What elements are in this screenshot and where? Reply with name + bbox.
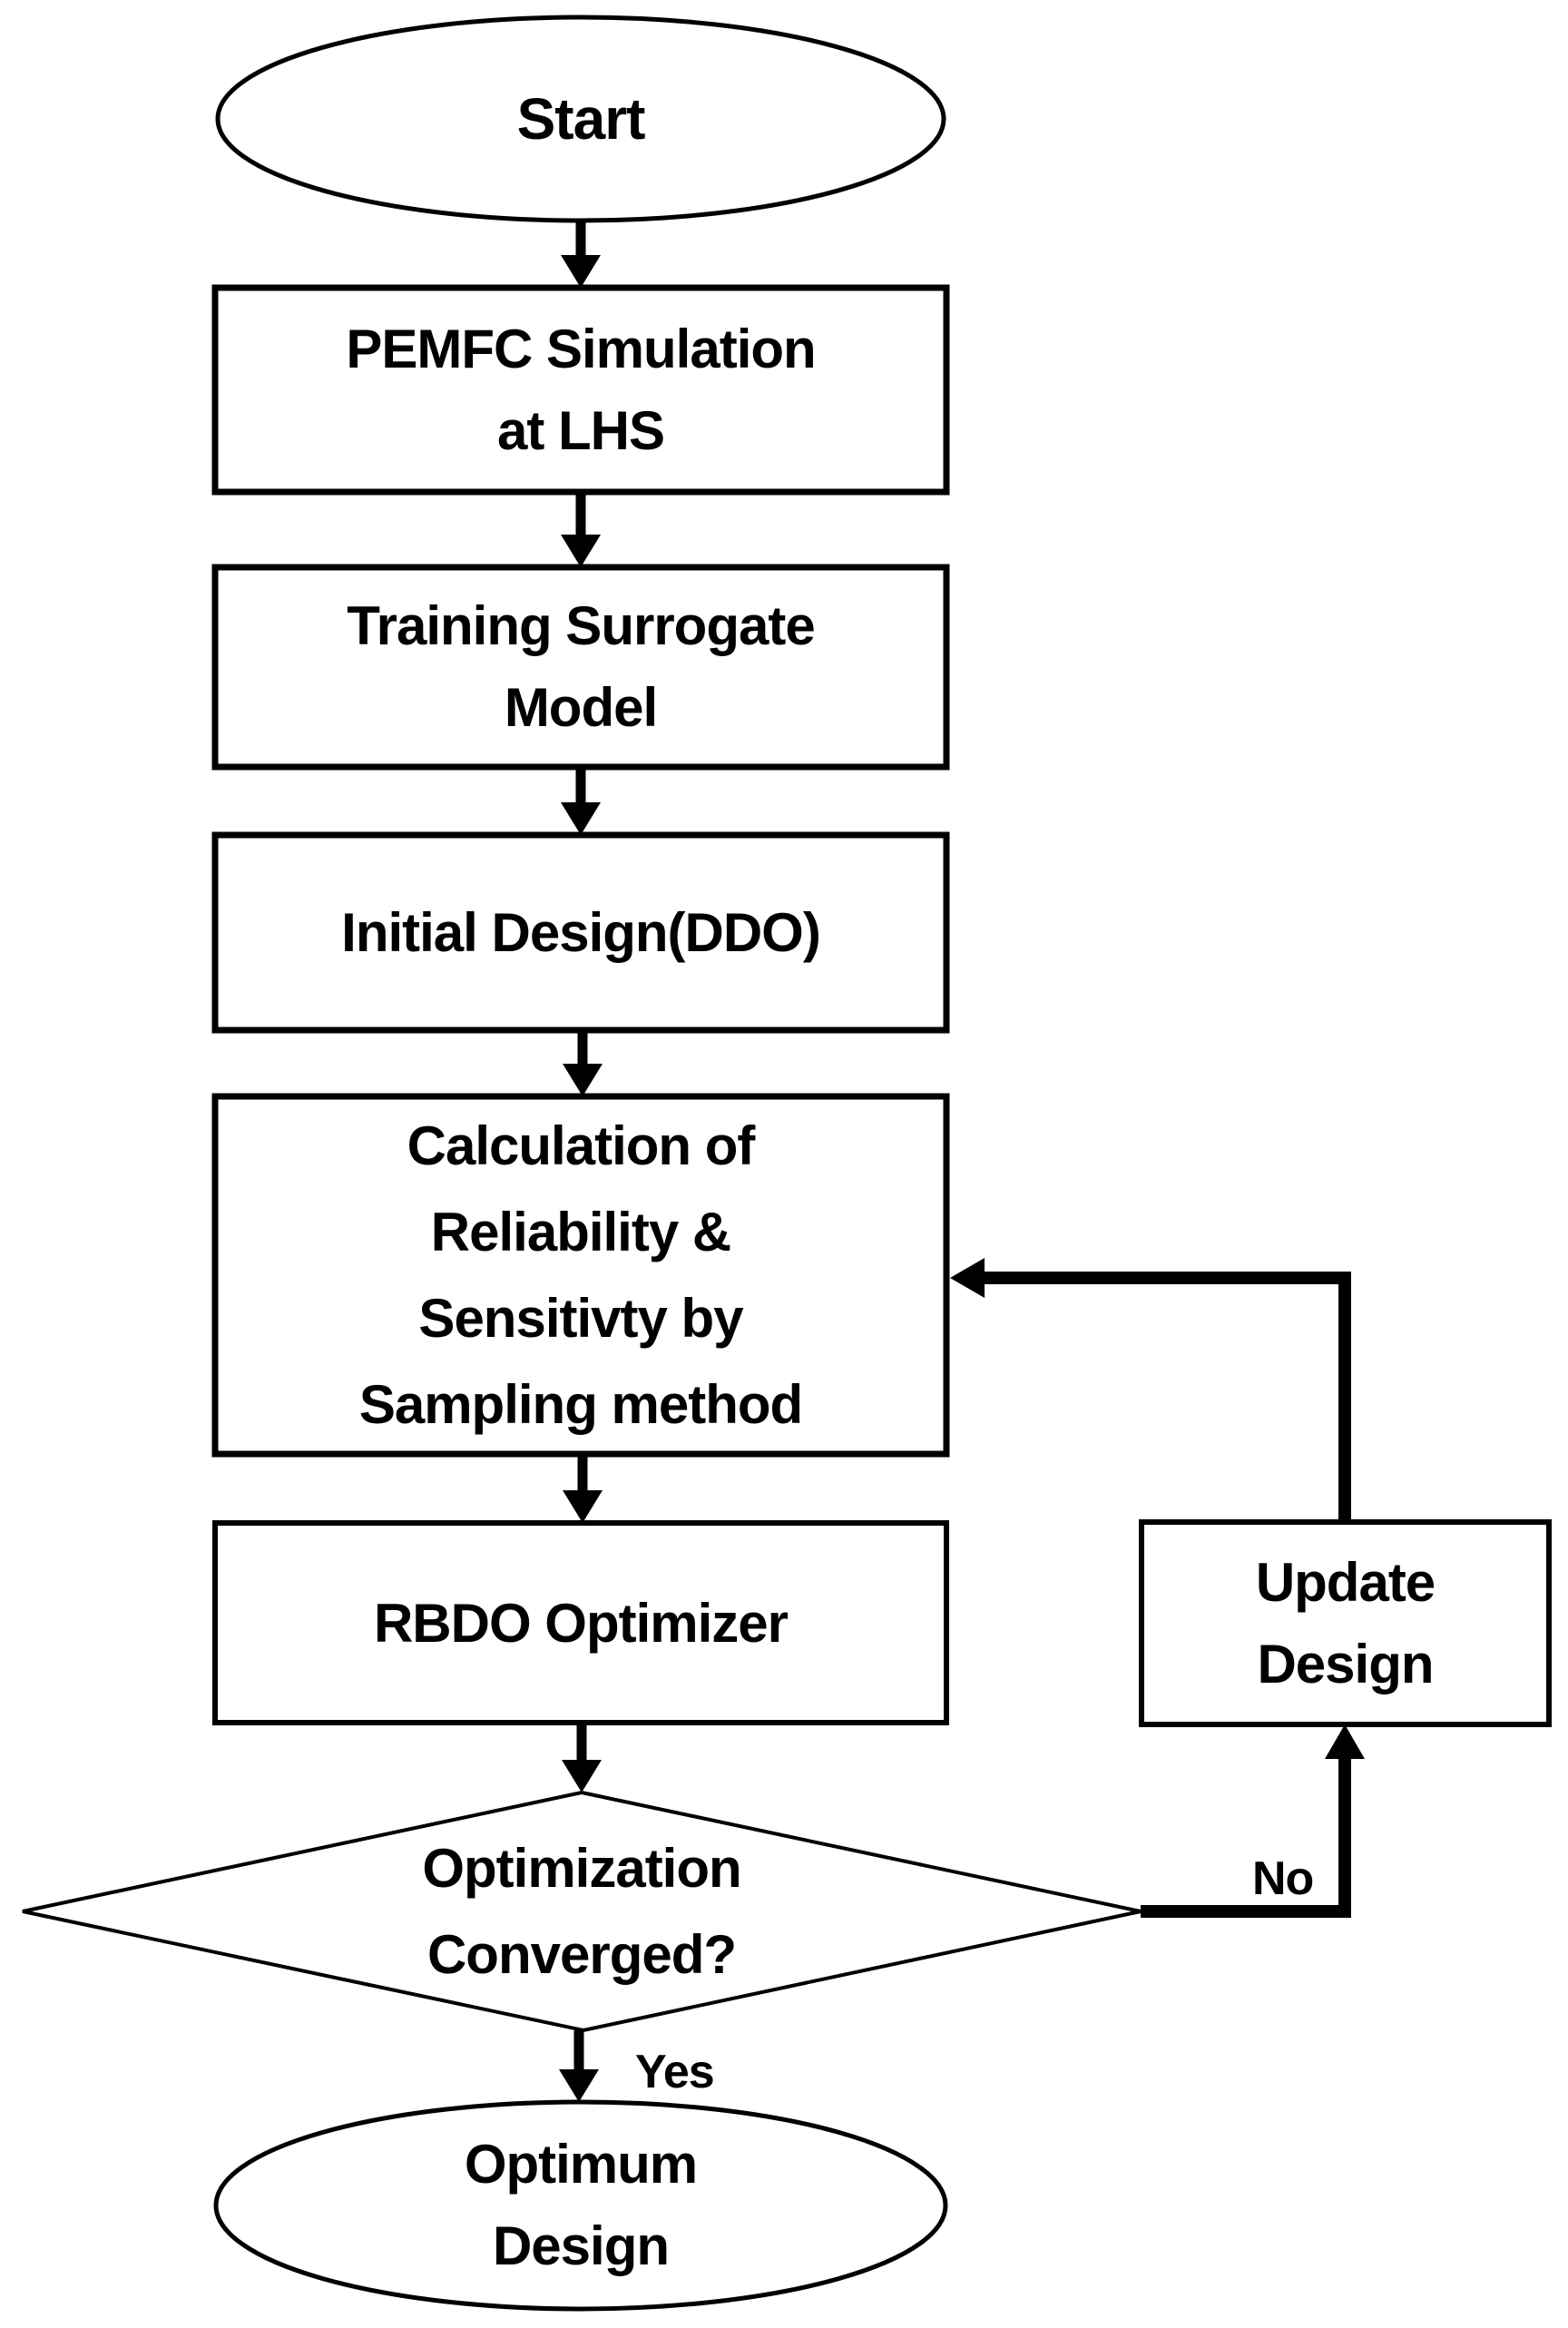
arrow-update-to-calculation bbox=[950, 1258, 1351, 1522]
arrow-start-to-pemfc bbox=[561, 221, 601, 288]
arrow-initial-to-calculation bbox=[563, 1030, 603, 1096]
update-design-box-shape bbox=[1139, 1519, 1552, 1727]
rbdo-optimizer-box-shape bbox=[212, 1520, 949, 1725]
calculation-box-shape bbox=[211, 1093, 950, 1458]
start-terminator-shape bbox=[215, 15, 946, 223]
arrow-decision-no-to-update bbox=[1141, 1724, 1365, 1918]
training-surrogate-box-shape bbox=[211, 564, 950, 771]
arrow-calculation-to-rbdo bbox=[563, 1454, 603, 1523]
initial-design-box-shape bbox=[211, 831, 950, 1034]
arrow-pemfc-to-training bbox=[561, 492, 601, 567]
decision-diamond-shape bbox=[22, 1790, 1142, 2033]
pemfc-simulation-box-shape bbox=[211, 284, 950, 496]
arrow-decision-yes-to-optimum bbox=[559, 2030, 599, 2102]
arrow-rbdo-to-decision bbox=[562, 1723, 602, 1793]
arrow-training-to-initial bbox=[561, 767, 601, 835]
optimum-terminator-shape bbox=[213, 2099, 948, 2312]
